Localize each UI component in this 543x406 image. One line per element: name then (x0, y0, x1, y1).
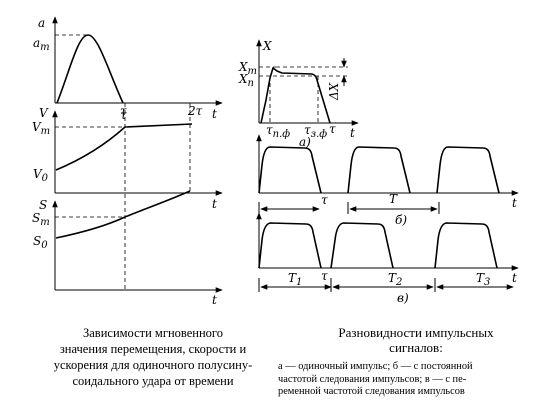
acceleration-axis-label: a (38, 16, 45, 30)
variable-frequency-pulse-1 (258, 222, 322, 269)
displacement-axis-label: S (39, 198, 47, 212)
single-pulse-tau-label: τ (329, 122, 336, 136)
velocity-tau-tick: τ (120, 108, 127, 122)
acceleration-panel: a am τ 2τ t (33, 16, 223, 121)
constant-frequency-panel: τ T б) t (256, 134, 519, 227)
single-pulse-time-label: t (350, 126, 355, 140)
rise-time-label: τп.ф (266, 123, 290, 140)
t2-label: T2 (388, 271, 402, 288)
velocity-time-label: t (212, 197, 217, 211)
constant-frequency-pulse-2 (347, 146, 411, 194)
displacement-max-label: Sm (32, 211, 50, 228)
left-figure: a am τ 2τ t V Vm V0 τ t S Sm S0 t (32, 16, 223, 307)
displacement-start-label: S0 (33, 234, 48, 251)
right-figure: X Xm Xn ΔX τп.ф τз.ф τ t а) τ T б) t (238, 39, 519, 305)
displacement-time-label: t (212, 293, 217, 307)
variable-frequency-pulse-2 (330, 222, 394, 269)
single-pulse-max-label: Xm (238, 60, 257, 77)
velocity-axis-label: V (39, 106, 49, 120)
variable-frequency-pulse-3 (434, 222, 498, 269)
variable-frequency-panel-label: в) (397, 291, 409, 305)
right-figure-caption-title: Разновидности импульсных сигналов: (338, 325, 494, 355)
variable-frequency-tau-label: τ (321, 269, 328, 283)
velocity-start-label: V0 (33, 167, 49, 184)
acceleration-curve (56, 34, 124, 104)
constant-frequency-time-label: t (512, 196, 517, 210)
variable-frequency-time-label: t (512, 271, 517, 285)
constant-frequency-tau-label: τ (321, 193, 328, 207)
acceleration-time-label: t (212, 107, 217, 121)
variable-frequency-panel: T1 τ T2 T3 в) t (256, 212, 519, 305)
single-pulse-panel: X Xm Xn ΔX τп.ф τз.ф τ t а) (238, 39, 359, 149)
velocity-max-label: Vm (32, 120, 50, 137)
single-pulse-curve (260, 67, 331, 124)
delta-x-label: ΔX (327, 82, 341, 101)
period-label: T (389, 192, 398, 206)
displacement-curve (55, 190, 191, 239)
velocity-panel: V Vm V0 τ t (32, 106, 223, 211)
constant-frequency-pulse-3 (436, 146, 500, 194)
single-pulse-nom-label: Xn (238, 72, 254, 89)
displacement-panel: S Sm S0 t (32, 190, 223, 307)
constant-frequency-pulse-1 (258, 146, 322, 194)
t3-label: T3 (476, 271, 490, 288)
acceleration-peak-label: am (33, 36, 50, 53)
constant-frequency-panel-label: б) (395, 213, 407, 227)
velocity-curve (55, 123, 193, 171)
acceleration-tau-tick: τ (120, 104, 127, 118)
fall-time-label: τз.ф (304, 123, 327, 140)
single-pulse-panel-label: а) (299, 135, 311, 149)
right-figure-caption-legend: а — одиночный импульс; б — с постоянной … (278, 361, 473, 397)
left-figure-caption: Зависимости мгновенного значения перемещ… (53, 326, 253, 388)
single-pulse-axis-label: X (262, 39, 272, 53)
t1-label: T1 (288, 271, 302, 288)
acceleration-two-tau-tick: 2τ (187, 104, 203, 118)
